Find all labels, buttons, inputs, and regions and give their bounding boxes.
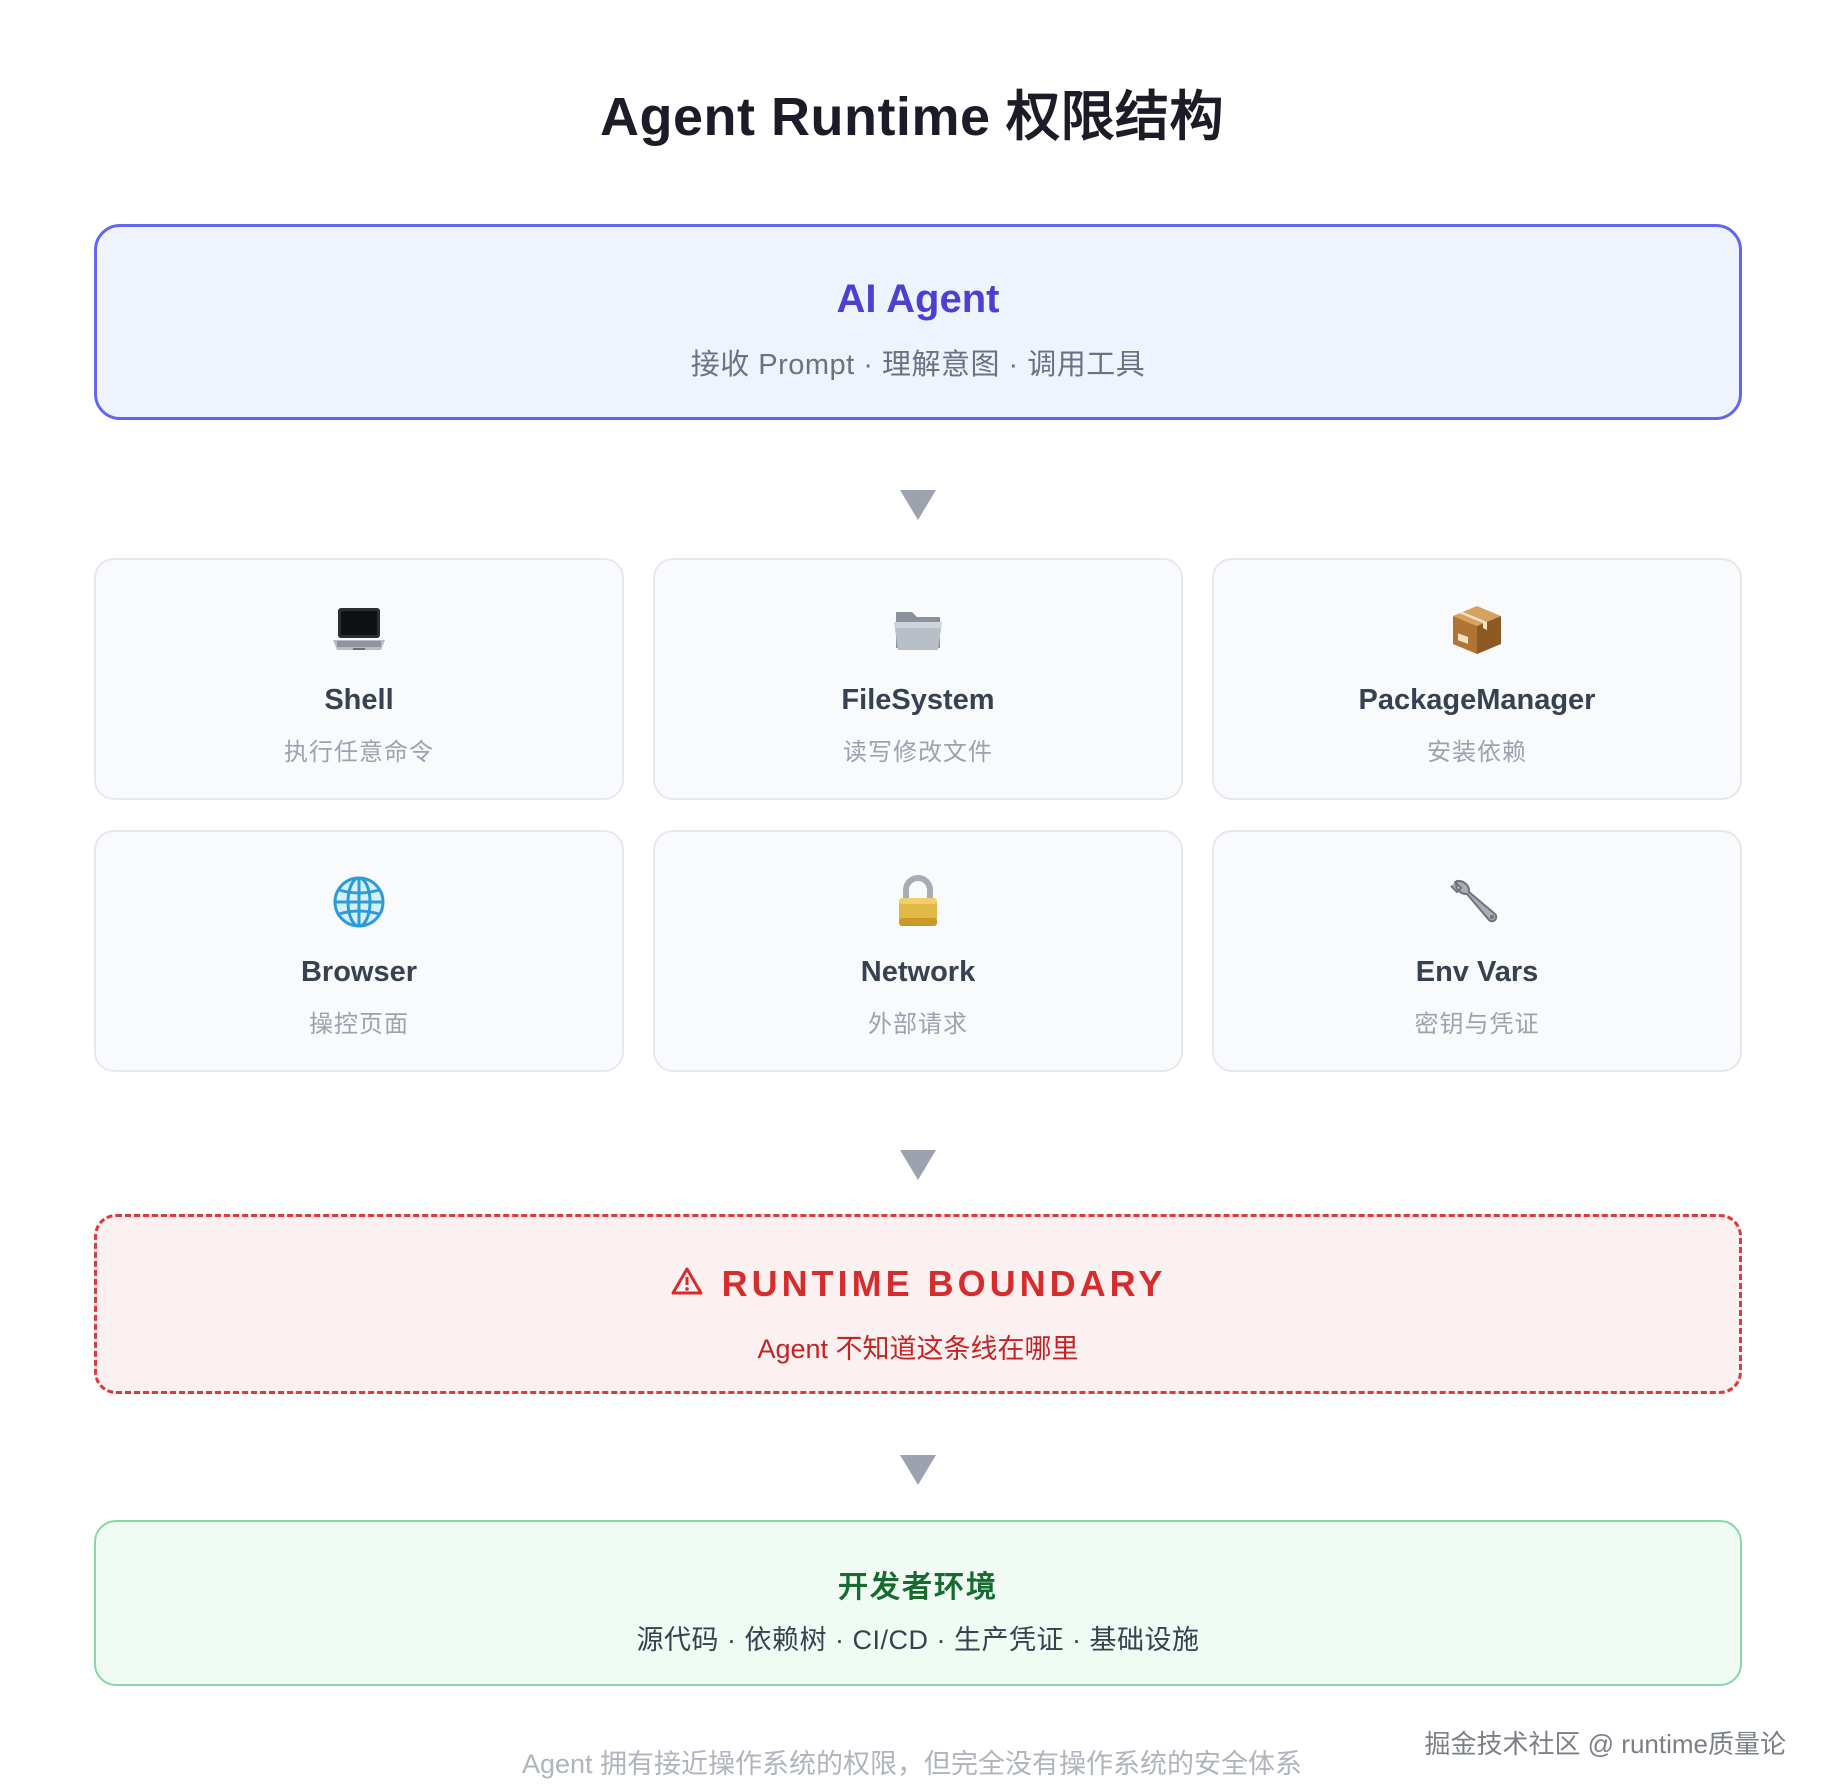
laptop-icon [96,600,622,660]
lock-icon [655,872,1181,932]
runtime-boundary-subtitle: Agent 不知道这条线在哪里 [757,1334,1079,1364]
runtime-boundary-box: RUNTIME BOUNDARY Agent 不知道这条线在哪里 [94,1214,1742,1394]
tool-desc: 密钥与凭证 [1414,1011,1540,1038]
developer-environment-subtitle: 源代码 · 依赖树 · CI/CD · 生产凭证 · 基础设施 [636,1625,1200,1655]
ai-agent-subtitle: 接收 Prompt · 理解意图 · 调用工具 [690,349,1146,381]
wrench-icon [1214,872,1740,932]
ai-agent-box: AI Agent 接收 Prompt · 理解意图 · 调用工具 [94,224,1742,420]
tool-name: Env Vars [1415,956,1539,988]
tool-desc: 外部请求 [868,1011,968,1038]
runtime-boundary-title: RUNTIME BOUNDARY [97,1263,1739,1305]
watermark: 掘金技术社区 @ runtime质量论 [1424,1729,1786,1759]
tool-card-shell: Shell 执行任意命令 [94,558,624,800]
tool-name: Browser [300,956,418,988]
folder-icon [655,600,1181,660]
tool-name: Shell [324,684,394,716]
tool-card-env-vars: Env Vars 密钥与凭证 [1212,830,1742,1072]
arrow-down-icon [900,1455,936,1485]
tool-card-network: Network 外部请求 [653,830,1183,1072]
warning-icon [670,1263,704,1305]
diagram-title: Agent Runtime 权限结构 [600,87,1224,147]
footer-caption: Agent 拥有接近操作系统的权限，但完全没有操作系统的安全体系 [521,1749,1303,1779]
tool-desc: 安装依赖 [1427,739,1527,766]
developer-environment-title: 开发者环境 [838,1571,998,1604]
developer-environment-box: 开发者环境 源代码 · 依赖树 · CI/CD · 生产凭证 · 基础设施 [94,1520,1742,1686]
tool-card-browser: Browser 操控页面 [94,830,624,1072]
tool-card-filesystem: FileSystem 读写修改文件 [653,558,1183,800]
arrow-down-icon [900,490,936,520]
tool-name: FileSystem [841,684,995,716]
tool-desc: 执行任意命令 [284,739,434,766]
tool-desc: 操控页面 [309,1011,409,1038]
tool-name: Network [860,956,976,988]
tool-desc: 读写修改文件 [843,739,993,766]
runtime-boundary-label: RUNTIME BOUNDARY [721,1263,1167,1304]
arrow-down-icon [900,1150,936,1180]
tool-name: PackageManager [1358,684,1596,716]
package-icon [1214,600,1740,660]
globe-icon [96,872,622,932]
tool-card-packagemanager: PackageManager 安装依赖 [1212,558,1742,800]
ai-agent-title: AI Agent [836,277,1000,321]
